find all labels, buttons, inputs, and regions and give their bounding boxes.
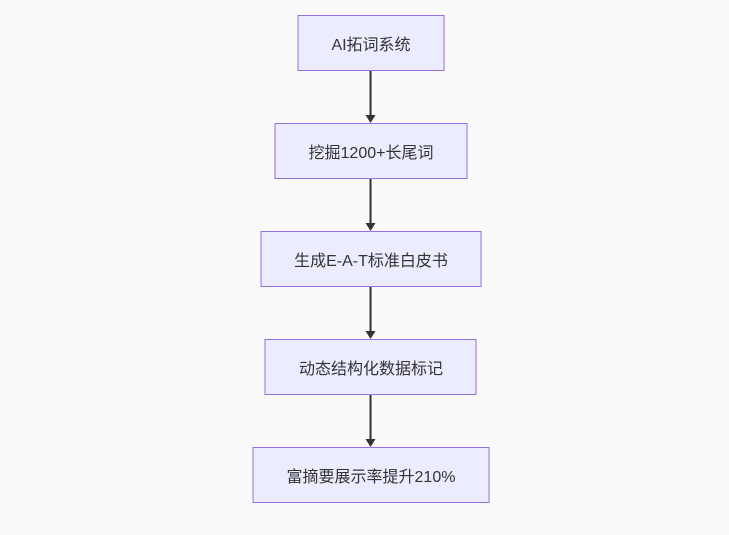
arrow-line xyxy=(370,395,372,439)
flowchart: AI拓词系统 挖掘1200+长尾词 生成E-A-T标准白皮书 动态结构化数据标记… xyxy=(252,15,490,503)
flow-node-ai-keyword-system: AI拓词系统 xyxy=(297,15,445,71)
arrow-head-icon xyxy=(366,115,376,123)
flow-node-rich-snippet-lift: 富摘要展示率提升210% xyxy=(252,447,490,503)
arrow-line xyxy=(370,71,372,115)
flow-node-longtail-mining: 挖掘1200+长尾词 xyxy=(274,123,468,179)
flow-arrow xyxy=(366,71,376,123)
arrow-head-icon xyxy=(366,331,376,339)
flow-arrow xyxy=(366,287,376,339)
arrow-head-icon xyxy=(366,439,376,447)
flow-node-eat-whitepaper: 生成E-A-T标准白皮书 xyxy=(260,231,482,287)
flow-node-structured-data-markup: 动态结构化数据标记 xyxy=(264,339,477,395)
flow-arrow xyxy=(366,395,376,447)
flow-arrow xyxy=(366,179,376,231)
arrow-line xyxy=(370,287,372,331)
arrow-line xyxy=(370,179,372,223)
arrow-head-icon xyxy=(366,223,376,231)
